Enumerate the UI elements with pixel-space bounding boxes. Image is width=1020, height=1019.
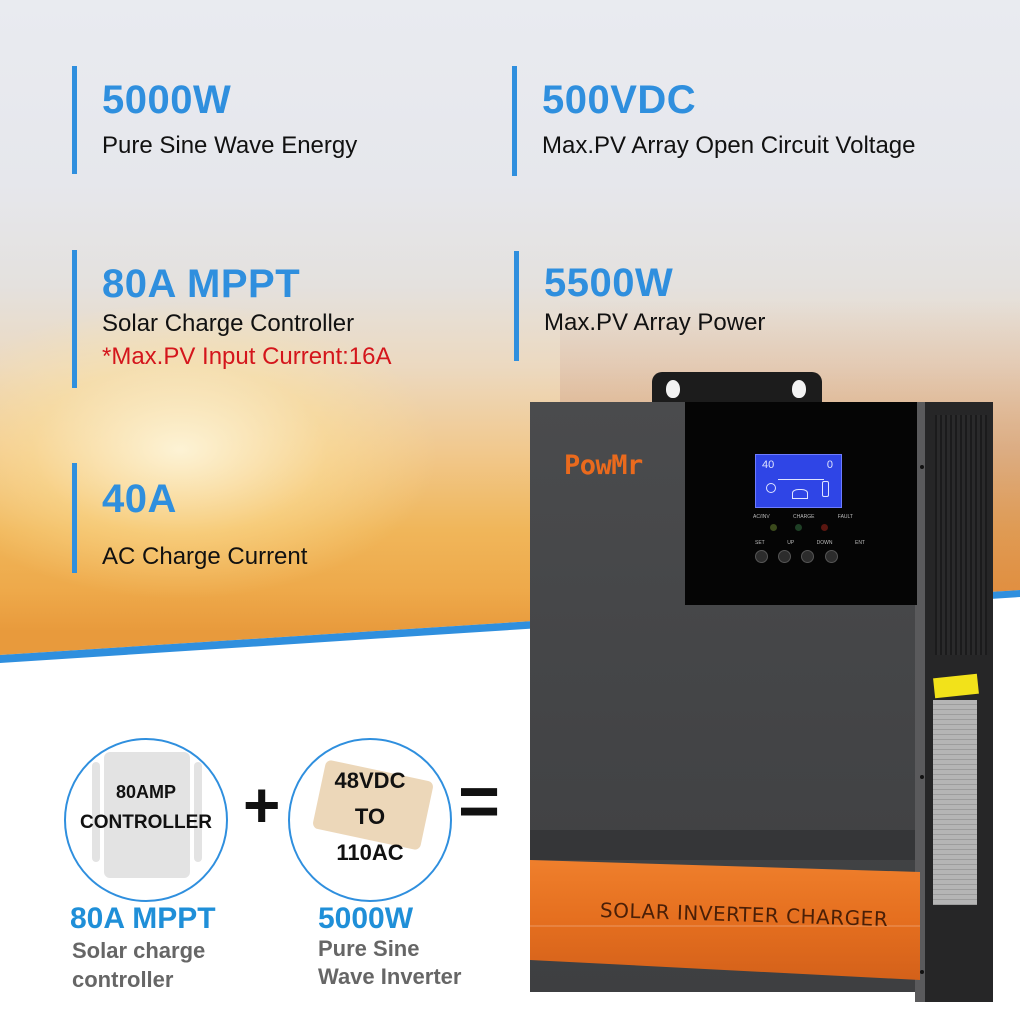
inverter-caption-label-2: Wave Inverter — [318, 964, 462, 989]
spec-value: 40A — [102, 477, 177, 521]
grid-icon — [766, 483, 776, 493]
spec-value: 500VDC — [542, 78, 697, 122]
controller-caption-value: 80A MPPT — [70, 902, 216, 935]
spec-rated-power: 5000W Pure Sine Wave Energy — [72, 66, 357, 174]
spec-mppt-controller: 80A MPPT Solar Charge Controller *Max.PV… — [72, 250, 391, 388]
controller-caption-label-1: Solar charge — [72, 938, 206, 963]
lcd-flow-line — [778, 479, 824, 480]
orange-base-panel — [530, 860, 920, 980]
circle-text: CONTROLLER — [80, 812, 212, 833]
set-button — [755, 550, 768, 563]
spec-label: Pure Sine Wave Energy — [102, 132, 358, 159]
equals-sign: = — [458, 762, 501, 842]
rating-label — [933, 700, 977, 905]
spec-ac-charge: 40A AC Charge Current — [72, 463, 307, 573]
orange-panel-crease — [530, 925, 920, 927]
mounting-bracket — [652, 372, 822, 406]
inverter-icon — [792, 489, 808, 499]
screw — [920, 970, 924, 974]
front-panel-shade — [530, 830, 920, 860]
charge-led — [795, 524, 802, 531]
mounting-hole — [792, 380, 806, 398]
indicator-label-fault: FAULT — [837, 514, 853, 520]
inverter-caption-label-1: Pure Sine — [318, 936, 420, 961]
solar-inverter-product: PowMr 40 0 AC/INV CHARGE FAULT SET UP DO… — [530, 370, 1000, 1010]
down-button — [801, 550, 814, 563]
spec-value: 5500W — [544, 261, 674, 305]
controller-image-edge — [194, 762, 202, 862]
button-label-ent: ENT — [854, 540, 865, 546]
indicator-label-ac-inv: AC/INV — [753, 514, 770, 520]
button-label-down: DOWN — [816, 540, 833, 546]
indicator-labels: AC/INV CHARGE FAULT — [753, 514, 853, 520]
button-label-set: SET — [755, 540, 765, 546]
lcd-screen: 40 0 — [755, 454, 842, 508]
controller-circle: 80AMP CONTROLLER — [64, 738, 228, 902]
spec-max-pv-power: 5500W Max.PV Array Power — [514, 251, 765, 361]
battery-icon — [822, 481, 829, 497]
controller-image — [104, 752, 190, 878]
screw — [920, 775, 924, 779]
indicator-label-charge: CHARGE — [793, 514, 815, 520]
fault-led — [821, 524, 828, 531]
spec-value: 80A MPPT — [102, 262, 301, 306]
inverter-circle: 48VDC TO 110AC — [288, 738, 452, 902]
circle-text: TO — [354, 804, 386, 829]
screw — [920, 465, 924, 469]
spec-label: AC Charge Current — [102, 543, 308, 570]
button-label-up: UP — [787, 540, 795, 546]
spec-label: Max.PV Array Power — [544, 309, 766, 336]
controller-caption-label-2: controller — [72, 967, 174, 992]
spec-note: *Max.PV Input Current:16A — [102, 343, 392, 370]
plus-sign: + — [243, 769, 281, 841]
ac-inv-led — [770, 524, 777, 531]
brand-logo: PowMr — [564, 450, 643, 481]
spec-label: Solar Charge Controller — [102, 310, 355, 337]
mounting-hole — [666, 380, 680, 398]
circle-text: 80AMP — [115, 782, 177, 802]
enter-button — [825, 550, 838, 563]
spec-label: Max.PV Array Open Circuit Voltage — [542, 132, 916, 159]
lcd-left-readout: 40 — [762, 459, 775, 471]
ventilation-grille — [935, 415, 987, 655]
lcd-right-readout: 0 — [826, 459, 833, 471]
inverter-caption-value: 5000W — [318, 902, 414, 935]
side-edge — [915, 402, 925, 1002]
circle-text: 110AC — [336, 840, 404, 865]
circle-text: 48VDC — [334, 768, 406, 793]
controller-image-edge — [92, 762, 100, 862]
button-labels: SET UP DOWN ENT — [755, 540, 865, 546]
control-panel: 40 0 AC/INV CHARGE FAULT SET UP DOWN ENT — [685, 402, 917, 605]
spec-value: 5000W — [102, 78, 232, 122]
up-button — [778, 550, 791, 563]
spec-max-pv-voltage: 500VDC Max.PV Array Open Circuit Voltage — [512, 66, 916, 176]
